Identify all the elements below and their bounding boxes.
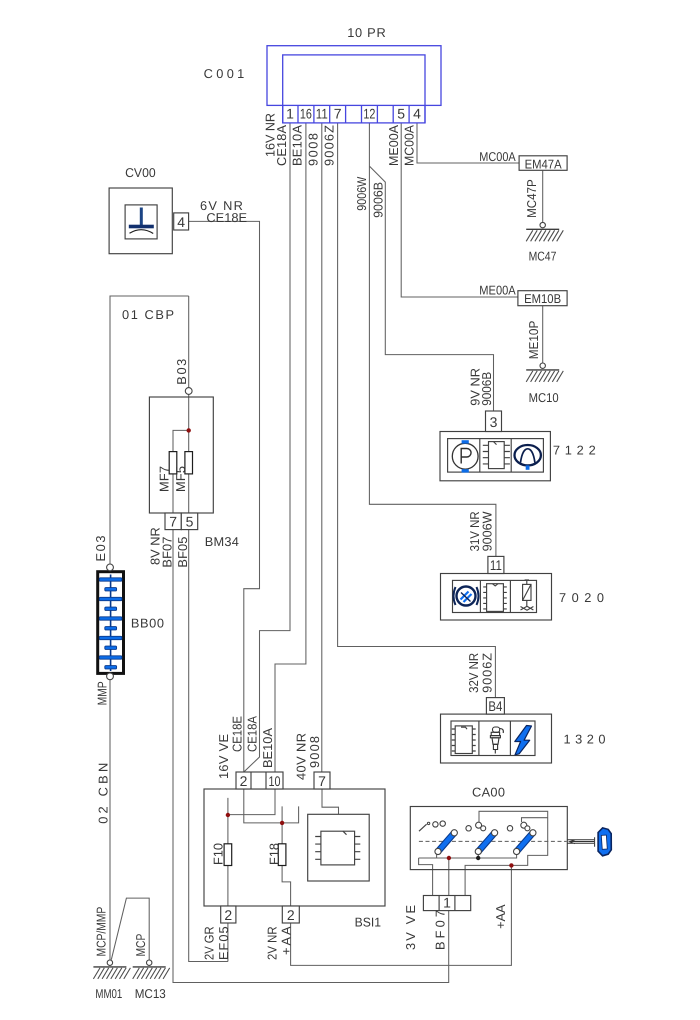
svg-text:CE18A: CE18A <box>245 716 260 752</box>
svg-text:9006B: 9006B <box>371 182 386 218</box>
svg-text:MM01: MM01 <box>95 986 122 1001</box>
svg-text:10 PR: 10 PR <box>347 25 386 40</box>
svg-text:MC47: MC47 <box>529 249 557 264</box>
svg-text:CE18A: CE18A <box>274 125 289 166</box>
svg-text:6V NR: 6V NR <box>200 198 243 213</box>
svg-text:9008: 9008 <box>306 133 321 166</box>
svg-text:E03: E03 <box>93 536 108 562</box>
svg-text:9006W: 9006W <box>480 510 495 551</box>
svg-text:1: 1 <box>286 106 294 122</box>
svg-text:MC10: MC10 <box>529 390 559 405</box>
svg-text:MF7: MF7 <box>157 466 172 492</box>
svg-text:16: 16 <box>300 106 312 122</box>
svg-text:4: 4 <box>177 214 185 230</box>
svg-text:MC13: MC13 <box>135 986 166 1001</box>
svg-text:3V VE: 3V VE <box>403 905 418 950</box>
svg-text:BF05: BF05 <box>175 537 190 568</box>
svg-text:9008: 9008 <box>307 736 322 768</box>
svg-text:EM10B: EM10B <box>524 291 561 306</box>
svg-text:9006Z: 9006Z <box>480 653 495 693</box>
svg-text:ME10P: ME10P <box>526 321 541 360</box>
svg-text:BB00: BB00 <box>131 616 164 631</box>
svg-text:F10: F10 <box>211 843 226 865</box>
svg-text:EF05: EF05 <box>216 926 231 960</box>
svg-text:02 CBN: 02 CBN <box>96 763 111 824</box>
svg-text:BM34: BM34 <box>205 534 239 549</box>
svg-text:9V NR: 9V NR <box>468 368 483 406</box>
svg-text:11: 11 <box>490 557 502 573</box>
svg-text:2: 2 <box>287 907 295 923</box>
svg-text:B4: B4 <box>488 698 502 714</box>
svg-text:8V NR: 8V NR <box>148 527 163 565</box>
svg-text:9006B: 9006B <box>479 372 494 406</box>
svg-text:EM47A: EM47A <box>525 156 562 171</box>
svg-text:CE18E: CE18E <box>230 716 245 752</box>
svg-text:31V NR: 31V NR <box>467 511 482 551</box>
svg-text:MC47P: MC47P <box>524 179 539 218</box>
svg-text:BE10A: BE10A <box>260 728 275 768</box>
svg-text:MF5: MF5 <box>173 466 188 492</box>
svg-text:7: 7 <box>318 773 326 789</box>
svg-text:+AA: +AA <box>493 904 508 929</box>
svg-text:CA00: CA00 <box>472 784 505 799</box>
svg-text:16V NR: 16V NR <box>263 113 278 157</box>
svg-text:7: 7 <box>169 514 177 530</box>
svg-text:CV00: CV00 <box>125 165 156 180</box>
svg-text:MC00A: MC00A <box>402 125 417 166</box>
svg-text:5: 5 <box>397 106 405 122</box>
svg-text:10: 10 <box>269 773 281 789</box>
svg-text:B03: B03 <box>174 359 189 385</box>
svg-text:2V NR: 2V NR <box>265 926 280 960</box>
svg-text:12: 12 <box>363 106 375 122</box>
svg-text:2V GR: 2V GR <box>202 926 217 960</box>
svg-text:11: 11 <box>316 106 328 122</box>
svg-text:5: 5 <box>186 514 194 530</box>
svg-text:MC00A: MC00A <box>479 149 516 164</box>
svg-text:32V NR: 32V NR <box>466 653 481 693</box>
svg-text:9006W: 9006W <box>354 176 369 211</box>
svg-text:ME00A: ME00A <box>386 125 401 166</box>
svg-text:1: 1 <box>443 895 451 911</box>
svg-text:2: 2 <box>240 773 248 789</box>
svg-text:CE18E: CE18E <box>206 210 247 225</box>
svg-text:F18: F18 <box>267 843 282 865</box>
svg-text:7: 7 <box>334 106 342 122</box>
svg-text:01 CBP: 01 CBP <box>122 307 174 322</box>
svg-text:4: 4 <box>413 106 421 122</box>
svg-text:2: 2 <box>224 907 232 923</box>
svg-text:BE10A: BE10A <box>290 125 305 166</box>
svg-text:40V NR: 40V NR <box>294 733 309 780</box>
svg-text:BSI1: BSI1 <box>355 914 381 929</box>
svg-text:+AA: +AA <box>279 926 294 955</box>
svg-text:MCP: MCP <box>133 934 148 957</box>
svg-text:MCP/MMP: MCP/MMP <box>94 907 109 957</box>
svg-text:BF07: BF07 <box>159 537 174 568</box>
svg-text:MMP: MMP <box>95 681 110 705</box>
svg-text:ME00A: ME00A <box>479 283 516 298</box>
svg-text:9006Z: 9006Z <box>322 125 337 166</box>
svg-text:16V VE: 16V VE <box>216 734 231 779</box>
svg-text:3: 3 <box>490 414 498 430</box>
